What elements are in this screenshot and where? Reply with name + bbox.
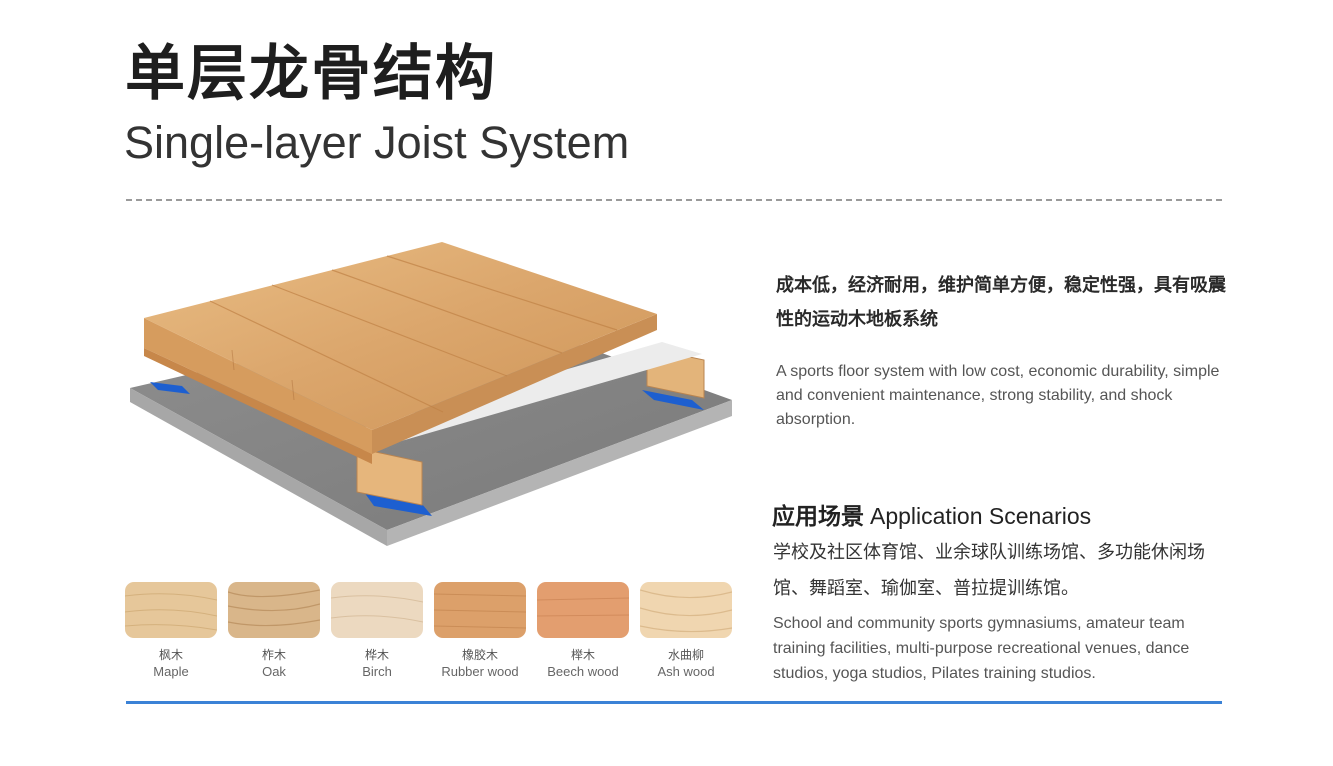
page-title-cn: 单层龙骨结构 — [125, 39, 497, 109]
application-heading-cn: 应用场景 — [772, 504, 864, 530]
wood-floor-surface — [144, 242, 657, 430]
wood-name-cn: 榉木 — [570, 648, 595, 662]
wood-name-en: Oak — [262, 664, 286, 679]
wood-swatch-list: 枫木 Maple 柞木 Oak 桦木 Birch 橡胶木 Rubber wood… — [124, 582, 744, 682]
application-text-cn: 学校及社区体育馆、业余球队训练场馆、多功能休闲场馆、舞蹈室、瑜伽室、普拉提训练馆… — [773, 542, 1205, 599]
description-cn: 成本低，经济耐用，维护简单方便，稳定性强，具有吸震性的运动木地板系统 — [776, 275, 1226, 330]
wood-name-cn: 桦木 — [364, 648, 389, 662]
application-heading-en: Application Scenarios — [870, 503, 1092, 529]
wood-name-cn: 橡胶木 — [461, 648, 498, 662]
wood-chip-image — [434, 582, 526, 638]
floor-structure-illustration — [130, 242, 732, 546]
wood-chip-image — [537, 582, 629, 638]
wood-name-cn: 柞木 — [261, 648, 286, 662]
rubber-pad — [364, 492, 432, 516]
rubber-pad — [642, 390, 704, 410]
rubber-pad — [150, 382, 190, 394]
wood-name-en: Birch — [362, 664, 392, 679]
wood-swatch-ash: 水曲柳 Ash wood — [639, 582, 733, 680]
wood-name-cn: 水曲柳 — [667, 648, 704, 662]
wood-name-en: Rubber wood — [441, 664, 519, 679]
wood-chip-image — [125, 582, 217, 638]
wood-swatch-rubber: 橡胶木 Rubber wood — [433, 582, 527, 680]
wood-swatch-oak: 柞木 Oak — [227, 582, 321, 680]
wood-swatch-maple: 枫木 Maple — [124, 582, 218, 680]
description-en: A sports floor system with low cost, eco… — [776, 363, 1220, 428]
page-title-en: Single-layer Joist System — [124, 117, 630, 168]
wood-swatch-beech: 榉木 Beech wood — [536, 582, 630, 680]
wood-chip-image — [331, 582, 423, 638]
dashed-divider — [126, 199, 1222, 201]
wood-name-en: Beech wood — [547, 664, 619, 679]
blue-divider — [126, 701, 1222, 704]
concrete-slab-front — [130, 388, 387, 546]
concrete-slab-side — [387, 400, 732, 546]
wood-name-en: Maple — [153, 664, 189, 679]
wood-chip-image — [640, 582, 732, 638]
wood-swatch-birch: 桦木 Birch — [330, 582, 424, 680]
wood-name-en: Ash wood — [657, 664, 715, 679]
application-text-en: School and community sports gymnasiums, … — [773, 615, 1190, 682]
wood-name-cn: 枫木 — [158, 648, 183, 662]
wood-chip-image — [228, 582, 320, 638]
